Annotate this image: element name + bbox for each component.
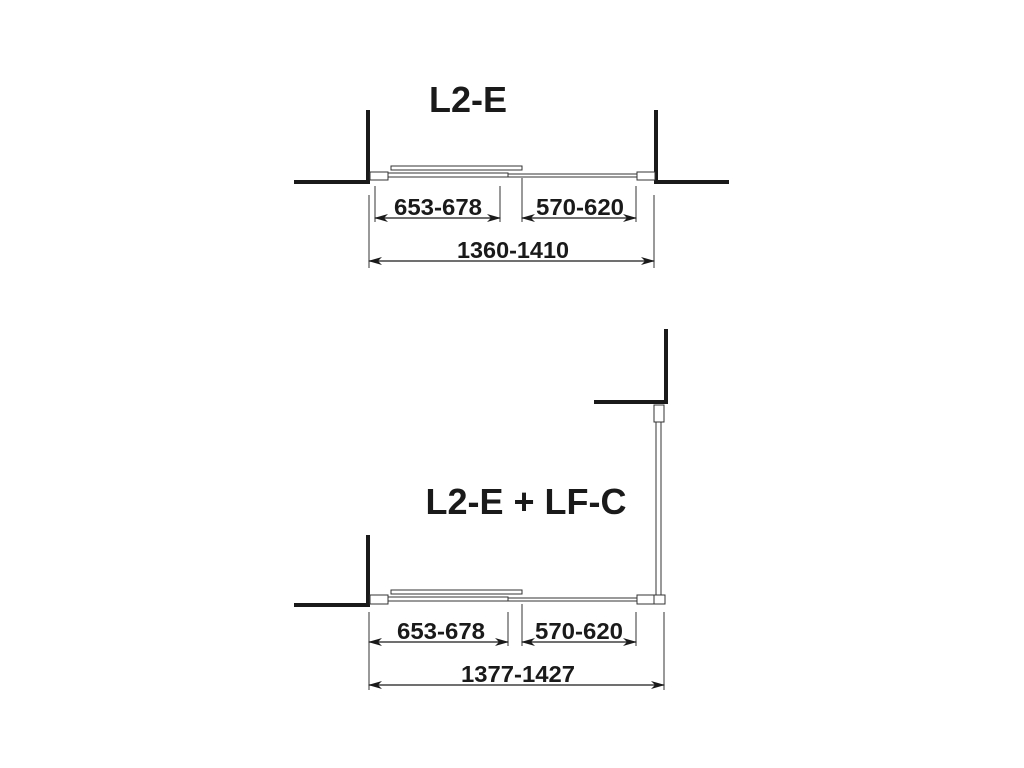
diagram-l2-e-lf-c: L2-E + LF-C 653-678 570-620 1377-1427	[294, 329, 668, 690]
corner-wall	[594, 329, 668, 404]
side-panel-lf-c	[655, 421, 662, 597]
dimension-label-right: 570-620	[536, 194, 624, 220]
sliding-door-panel	[390, 165, 523, 171]
dimension-label-left: 653-678	[394, 194, 482, 220]
corner-connector	[653, 594, 666, 605]
side-panel-top-profile	[653, 404, 665, 423]
track-panel	[507, 173, 638, 178]
dimension-label-right: 570-620	[535, 618, 623, 644]
fixed-panel	[387, 172, 509, 178]
fixed-panel	[387, 596, 509, 602]
dimension-label-left: 653-678	[397, 618, 485, 644]
diagram-l2-e: L2-E 653-678 570-620 1360-1410	[294, 79, 729, 268]
right-wall	[654, 110, 729, 184]
left-wall	[294, 535, 370, 607]
track-panel	[507, 597, 638, 602]
wall-profile-left	[369, 171, 389, 181]
dimension-label-total: 1377-1427	[461, 661, 575, 687]
diagram-title: L2-E	[429, 79, 507, 120]
sliding-door-panel	[390, 589, 523, 595]
corner-profile	[636, 594, 655, 605]
wall-profile-right	[636, 171, 656, 181]
left-wall	[294, 110, 370, 184]
diagram-title: L2-E + LF-C	[425, 481, 626, 522]
dimension-label-total: 1360-1410	[457, 237, 569, 263]
wall-profile-left	[369, 594, 389, 605]
